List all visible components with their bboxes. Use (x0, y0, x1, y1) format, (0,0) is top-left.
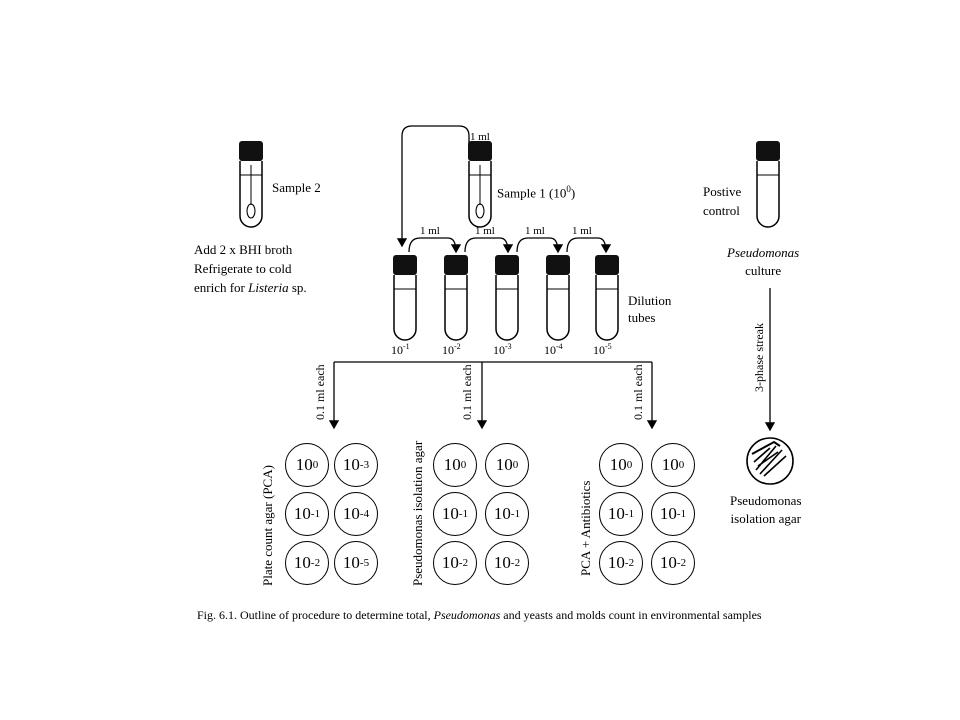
transfer-arrow-2 (464, 237, 514, 254)
agar-plate: 10-2 (651, 541, 695, 585)
dilution-label: 10-4 (544, 342, 563, 357)
dilution-tube-5 (595, 255, 619, 341)
agar-plate: 10-2 (485, 541, 529, 585)
dilution-label: 10-5 (593, 342, 612, 357)
dilution-tube-1 (393, 255, 417, 341)
agar-plate: 10-1 (651, 492, 695, 536)
dilution-label: 10-3 (493, 342, 512, 357)
transfer-label-3: 1 ml (525, 225, 545, 237)
agar-plate: 10-4 (334, 492, 378, 536)
plating-label-3: 0.1 ml each (631, 364, 645, 420)
agar-plate: 10-2 (599, 541, 643, 585)
dilution-tubes-label: Dilution tubes (628, 293, 672, 325)
transfer-arrow-4 (566, 237, 612, 254)
figure-caption: Fig. 6.1. Outline of procedure to determ… (197, 608, 762, 622)
sample-2-notes: Add 2 x BHI broth Refrigerate to cold en… (194, 242, 307, 295)
sample-2-tube (239, 141, 263, 228)
pseudomonas-isolation-agar-label: Pseudomonas isolation agar (730, 493, 802, 526)
dilution-label: 10-2 (442, 342, 461, 357)
plating-label-1: 0.1 ml each (313, 364, 327, 420)
agar-plate: 10-1 (433, 492, 477, 536)
sample-1-tube (468, 141, 492, 228)
agar-plate: 10-2 (285, 541, 329, 585)
transfer-arrow-1 (408, 237, 462, 254)
transfer-label-2: 1 ml (475, 225, 495, 237)
transfer-label-4: 1 ml (572, 225, 592, 237)
streak-label: 3-phase streak (752, 323, 766, 392)
dilution-tube-4 (546, 255, 570, 341)
agar-plate: 10-1 (485, 492, 529, 536)
agar-plate: 10-1 (285, 492, 329, 536)
plate-group-label-pca: Plate count agar (PCA) (260, 465, 275, 586)
dilution-tube-2 (444, 255, 468, 341)
sample-1-label: Sample 1 (100) (497, 184, 576, 201)
transfer-arrow-top (396, 125, 470, 248)
plate-group-label-pseudomonas: Pseudomonas isolation agar (410, 440, 425, 586)
transfer-top-label: 1 ml (470, 131, 490, 143)
plating-label-2: 0.1 ml each (460, 364, 474, 420)
positive-control-tube (756, 141, 780, 228)
transfer-label-1: 1 ml (420, 225, 440, 237)
streak-plate-icon (746, 437, 794, 485)
dilution-label: 10-1 (391, 342, 410, 357)
pseudomonas-culture-label: Pseudomonas culture (727, 245, 800, 278)
agar-plate: 10-5 (334, 541, 378, 585)
sample-2-label: Sample 2 (272, 180, 321, 195)
transfer-arrow-3 (516, 237, 564, 254)
dilution-tube-3 (495, 255, 519, 341)
positive-control-label: Postive control (703, 184, 742, 218)
agar-plate: 10-2 (433, 541, 477, 585)
plate-group-label-pca-antibiotics: PCA + Antibiotics (578, 480, 593, 576)
agar-plate: 10-1 (599, 492, 643, 536)
agar-plate: 10-3 (334, 443, 378, 487)
